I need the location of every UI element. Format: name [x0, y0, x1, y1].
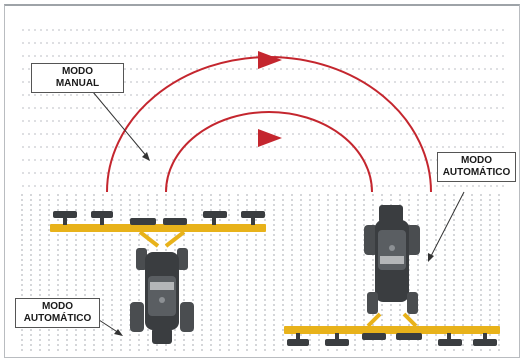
right-implement-bar-icon [284, 312, 500, 346]
left-implement-bar-icon [50, 211, 266, 248]
diagram-frame [4, 4, 520, 358]
manual-mode-label: MODO MANUAL [31, 63, 124, 93]
auto-mode-label-right-line1: MODO [460, 155, 493, 166]
manual-mode-label-line1: MODO [61, 66, 94, 77]
auto-mode-label-left-line2: AUTOMÁTICO [23, 313, 92, 324]
headland-guidelines [22, 29, 506, 187]
left-tractor-rig [50, 211, 266, 344]
auto-mode-label-left: MODO AUTOMÁTICO [15, 298, 100, 328]
auto-mode-label-right-line2: AUTOMÁTICO [442, 167, 511, 178]
inner-turn-arrow-icon [258, 129, 282, 147]
outer-turn-arc [106, 56, 432, 193]
manual-mode-label-line2: MANUAL [55, 78, 100, 89]
right-tractor-icon [364, 205, 420, 314]
label-leader-arrows [92, 91, 465, 336]
left-tractor-icon [130, 248, 194, 344]
auto-mode-label-right: MODO AUTOMÁTICO [437, 152, 516, 182]
right-tractor-rig [284, 205, 500, 346]
inner-turn-arc [165, 111, 373, 193]
outer-turn-arrow-icon [258, 51, 282, 69]
auto-mode-label-left-line1: MODO [41, 301, 74, 312]
